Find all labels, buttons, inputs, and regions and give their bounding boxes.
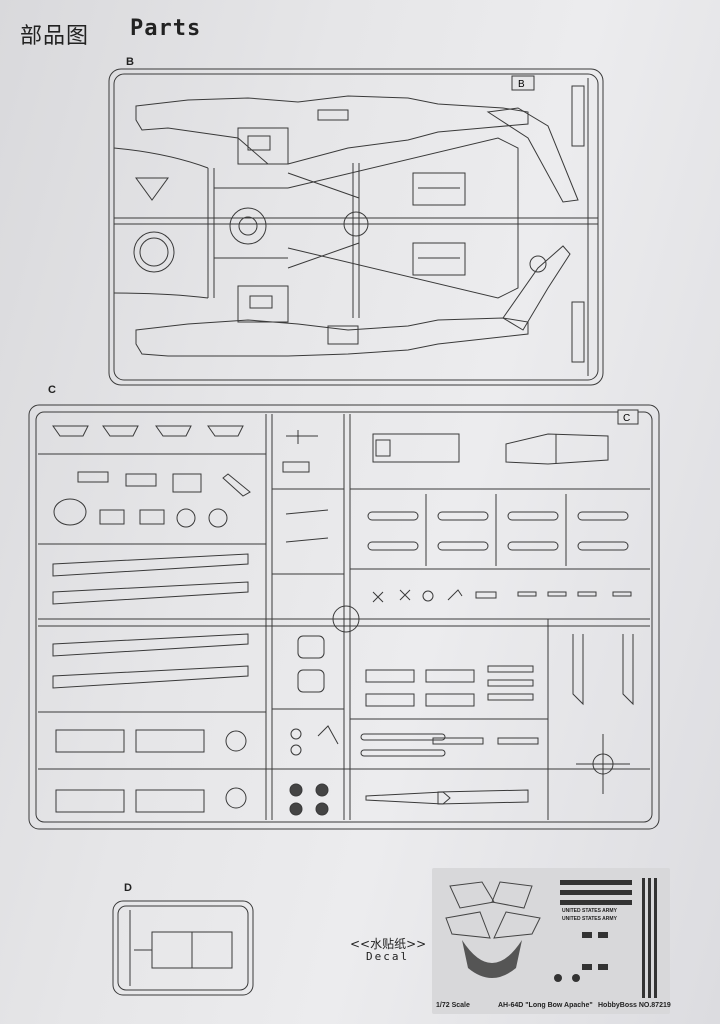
sprue-b-tag: B (518, 79, 525, 90)
section-label-d: D (124, 882, 132, 894)
decal-label-cn: <<水贴纸>> (350, 937, 427, 951)
page-title-cn: 部品图 (20, 24, 90, 49)
decal-sheet: UNITED STATES ARMY UNITED STATES ARMY 1/… (432, 868, 671, 1014)
sprue-b: B (108, 68, 604, 386)
section-label-b: B (126, 56, 134, 68)
decal-banner-1: UNITED STATES ARMY (562, 908, 617, 914)
decal-artwork (445, 878, 657, 998)
page-title-en: Parts (130, 16, 202, 41)
section-label-c: C (48, 384, 56, 396)
sprue-d (112, 900, 254, 996)
decal-label-en: Decal (366, 950, 410, 963)
decal-model: AH-64D "Long Bow Apache" (498, 1002, 593, 1009)
decal-banner-2: UNITED STATES ARMY (562, 916, 617, 922)
decal-scale: 1/72 Scale (436, 1002, 470, 1009)
sprue-c: C (28, 404, 660, 830)
sprue-c-tag: C (623, 413, 630, 424)
decal-maker: HobbyBoss NO.87219 (598, 1002, 671, 1009)
